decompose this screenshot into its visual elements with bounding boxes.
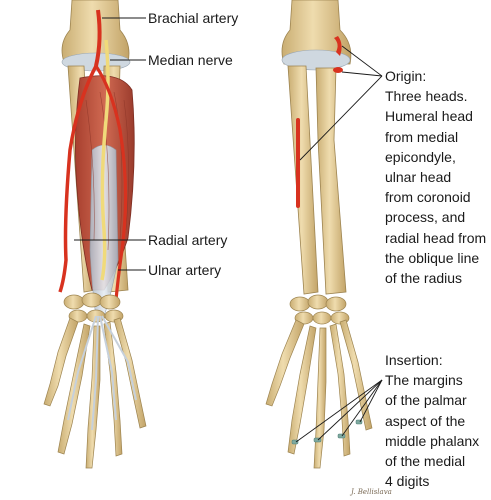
- origin_lines-line: Origin:: [385, 68, 427, 84]
- right-hand-bones: [265, 319, 373, 469]
- origin_lines-line: ulnar head: [385, 169, 452, 186]
- insertion_lines-line: of the palmar: [385, 392, 467, 409]
- right-ulna: [287, 65, 319, 295]
- radial-artery-vessel: [58, 65, 98, 293]
- left-carpal-bones: [63, 292, 124, 323]
- right-forearm-figure: [265, 0, 373, 469]
- label-brachial-artery: Brachial artery: [148, 10, 239, 26]
- origin_lines-line: process, and: [385, 209, 466, 226]
- left-digit-tendons: [67, 315, 137, 431]
- leader-lines: [74, 17, 383, 443]
- origin_lines-line: the oblique line: [385, 249, 480, 266]
- label-radial-artery: Radial artery: [148, 232, 228, 248]
- origin_lines-line: Humeral head: [385, 108, 473, 125]
- origin-description: Origin: Three heads. Humeral head from medi…: [385, 66, 486, 288]
- insertion_lines-line: The margins: [385, 372, 463, 389]
- label-ulnar-artery: Ulnar artery: [148, 262, 222, 278]
- illustrator-signature: J. Bellislava: [351, 488, 392, 496]
- right-radius: [315, 67, 347, 295]
- origin_lines-line: from medial: [385, 128, 459, 145]
- insertion-description: Insertion: The margins of the palmar aspect…: [385, 350, 479, 491]
- origin_lines-line: of the radius: [385, 270, 463, 287]
- left-humerus: [61, 0, 130, 63]
- insertion_lines-line: middle phalanx: [385, 432, 480, 449]
- muscle-fibers: [85, 91, 129, 251]
- insertion_lines-line: Insertion:: [385, 352, 443, 368]
- origin_lines-line: epicondyle,: [385, 148, 456, 165]
- ulnar-artery-vessel: [94, 65, 128, 301]
- median-nerve: [100, 39, 110, 281]
- origin-markers: [296, 36, 343, 208]
- origin_lines-line: Three heads.: [385, 88, 468, 105]
- right-carpal-bones: [289, 294, 350, 325]
- left-forearm-figure: [43, 0, 147, 469]
- label-median-nerve: Median nerve: [148, 52, 233, 68]
- insertion_lines-line: aspect of the: [385, 412, 466, 429]
- right-humerus: [281, 0, 352, 65]
- insertion_lines-line: 4 digits: [385, 473, 430, 490]
- insertion_lines-line: of the medial: [385, 453, 466, 470]
- origin_lines-line: from coronoid: [385, 189, 471, 206]
- brachial-artery: [94, 9, 102, 67]
- origin_lines-line: radial head from: [385, 229, 487, 246]
